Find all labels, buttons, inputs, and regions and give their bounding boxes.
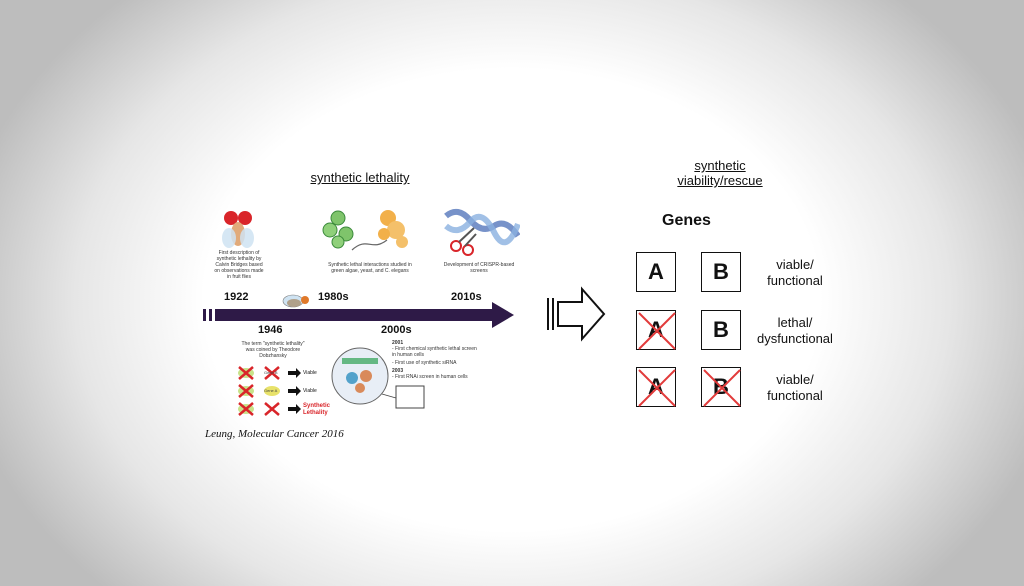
right-title-line1: synthetic [694, 158, 746, 173]
note-2000s-1: 2001 [392, 340, 404, 346]
row3-state: viable/ functional [760, 372, 830, 404]
cross-icon [638, 312, 676, 350]
row2-state: lethal/ dysfunctional [752, 315, 838, 347]
transition-arrow-icon [547, 286, 606, 342]
note-1946: The term "synthetic lethality" was coine… [241, 341, 305, 359]
row2-state-line2: dysfunctional [757, 331, 833, 346]
viable-label-2: Viable [303, 388, 317, 394]
gene-a-label: A [648, 259, 664, 284]
right-title: synthetic viability/rescue [650, 158, 790, 188]
year-1980s: 1980s [318, 291, 349, 303]
row1-state-line2: functional [767, 273, 823, 288]
row1-state-line1: viable/ [776, 257, 814, 272]
year-1922: 1922 [224, 291, 249, 303]
citation: Leung, Molecular Cancer 2016 [205, 428, 344, 440]
year-2000s: 2000s [381, 324, 412, 336]
row3-state-line1: viable/ [776, 372, 814, 387]
year-1946: 1946 [258, 324, 283, 336]
dna-scissors-icon [444, 208, 520, 256]
algae-yeast-worm-icon [322, 210, 408, 251]
gene-a-box-crossed: A [636, 367, 676, 407]
gene-inset-graphic [238, 366, 301, 416]
gene-a-box: A [636, 252, 676, 292]
cross-icon [638, 369, 676, 407]
gene-b-label: B [713, 317, 729, 342]
gene-b-label: B [713, 259, 729, 284]
year-2010s: 2010s [451, 291, 482, 303]
row3-state-line2: functional [767, 388, 823, 403]
fruit-fly-icon [222, 211, 254, 248]
gene-b-box-crossed: B [701, 367, 741, 407]
gene-a-label: Gene A [264, 388, 278, 393]
note-2010s: Development of CRISPR-based screens [443, 262, 515, 274]
right-title-line2: viability/rescue [677, 173, 763, 188]
note-1980s: Synthetic lethal interactions studied in… [328, 262, 412, 274]
gene-a-box-crossed: A [636, 310, 676, 350]
lethality-label: Lethality [303, 410, 328, 416]
fly-on-timeline-icon [282, 294, 309, 308]
synthetic-label: Synthetic [303, 403, 331, 409]
left-title: synthetic lethality [310, 170, 410, 185]
gene-b-label: Gene B [264, 370, 278, 375]
note-2000s-2: - First chemical synthetic lethal screen… [392, 346, 477, 358]
viable-label-1: Viable [303, 370, 317, 376]
row1-state: viable/ functional [760, 257, 830, 289]
cell-screen-icon [331, 347, 425, 409]
gene-inset: Gene B Gene A Viable Viable Synthetic Le… [236, 364, 346, 420]
note-2000s-5: - First RNAi screen in human cells [392, 374, 468, 380]
row2-state-line1: lethal/ [777, 315, 813, 330]
gene-b-box: B [701, 310, 741, 350]
note-1922: First description of synthetic lethality… [214, 250, 264, 280]
timeline-arrow [203, 302, 514, 328]
note-2000s-3: - First use of synthetic siRNA [392, 360, 457, 366]
gene-b-box: B [701, 252, 741, 292]
note-2000s-4: 2003 [392, 368, 404, 374]
genes-header: Genes [662, 212, 711, 229]
cross-icon [703, 369, 741, 407]
